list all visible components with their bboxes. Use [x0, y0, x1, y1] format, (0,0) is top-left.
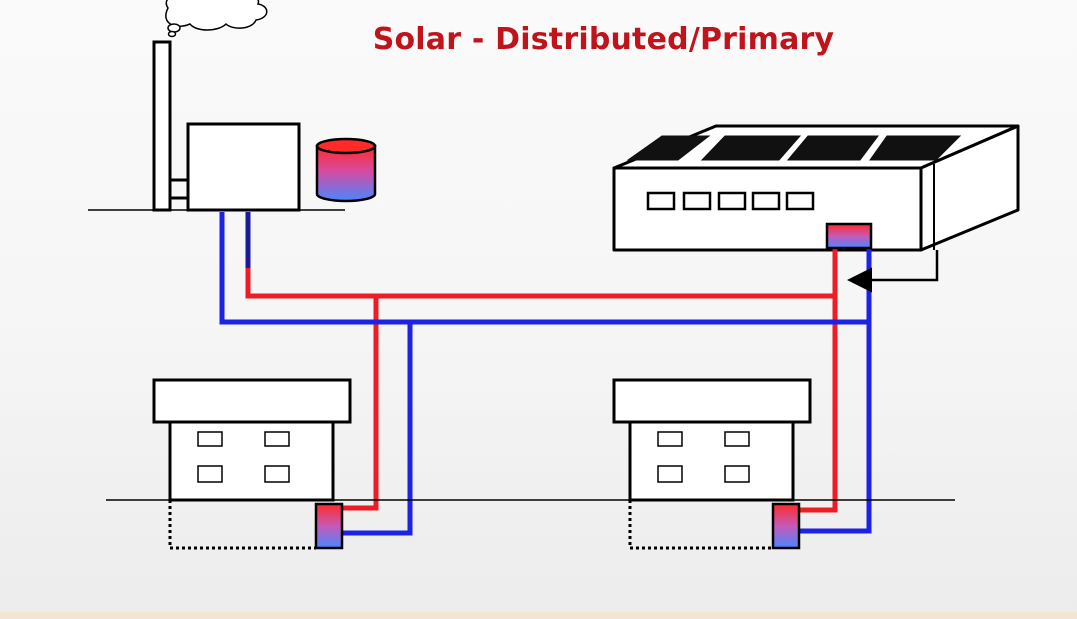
house-right-heat-exchanger [771, 502, 801, 550]
smoke-cloud-icon [165, 0, 268, 38]
chimney [152, 40, 190, 212]
diagram-title: Solar - Distributed/Primary [372, 22, 835, 57]
solar-heat-exchanger [825, 222, 873, 250]
flow-arrow-icon [847, 250, 939, 293]
boiler-plant [186, 122, 301, 212]
solar-panels [626, 135, 962, 161]
house-right [612, 378, 812, 550]
solar-facility-windows [646, 191, 815, 211]
bottom-strip [0, 612, 1077, 619]
storage-tank [315, 137, 377, 203]
house-left-heat-exchanger [314, 502, 344, 550]
house-left [152, 378, 352, 550]
cold-return-pipes [219, 212, 872, 536]
